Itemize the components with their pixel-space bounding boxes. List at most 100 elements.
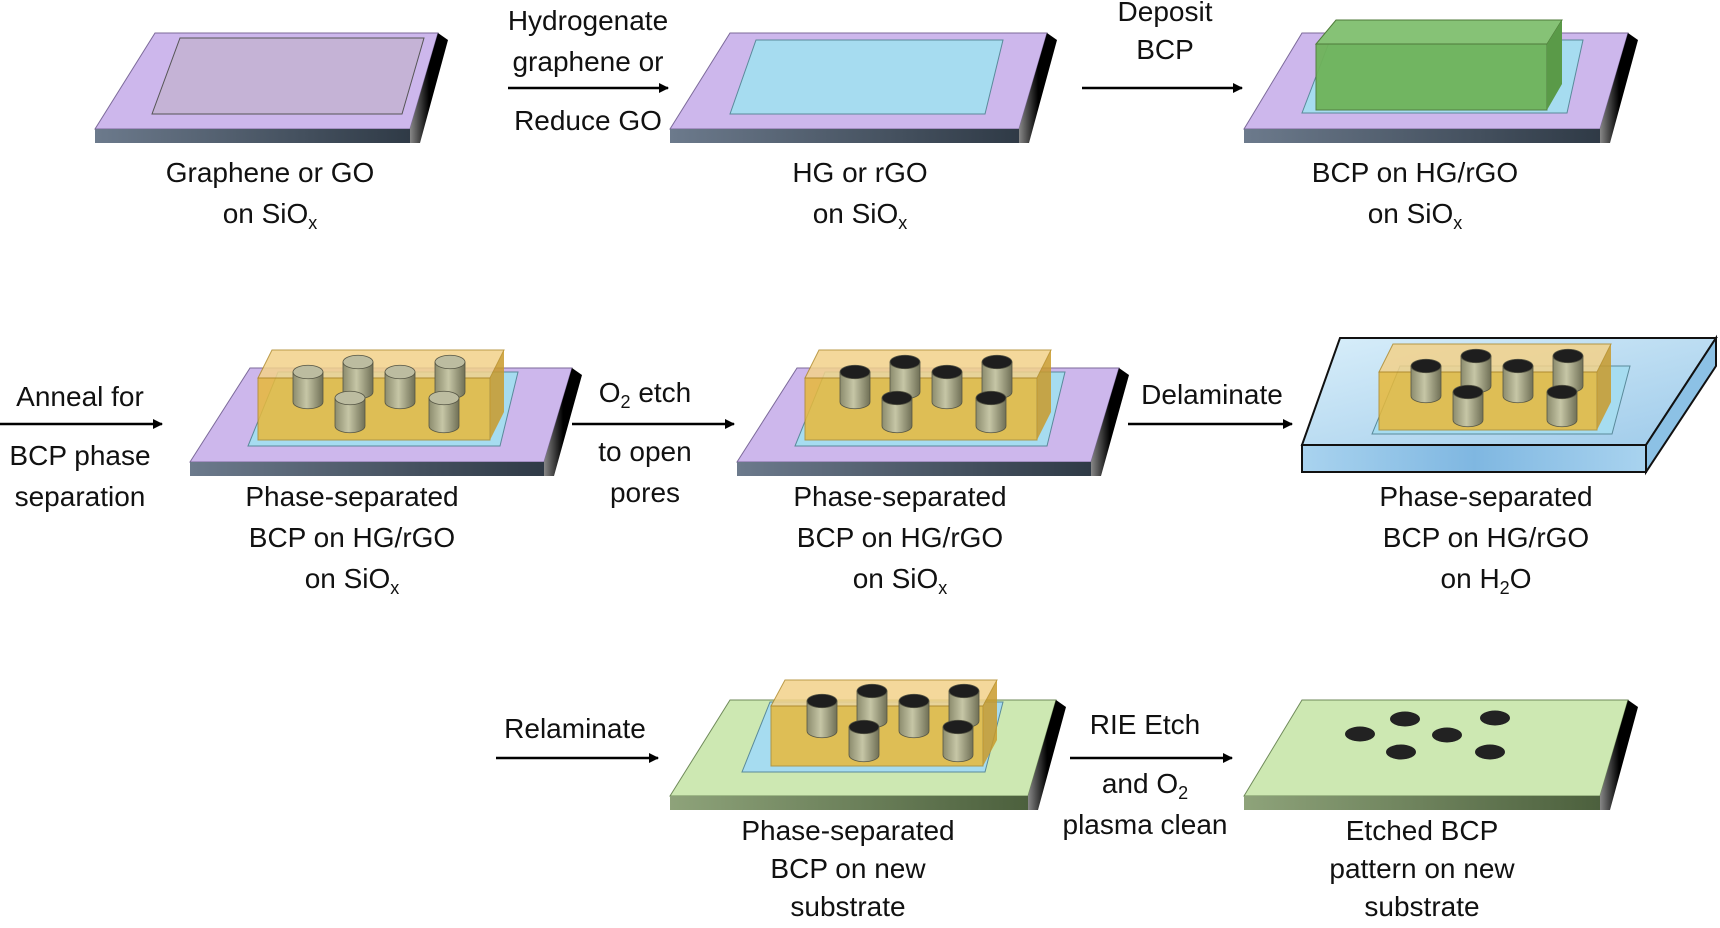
etched-hole: [1432, 727, 1462, 743]
arrow-label-line: Reduce GO: [514, 105, 662, 136]
step-4-caption: Phase-separated BCP on HG/rGO on SiOx: [222, 476, 482, 599]
step-3-caption: BCP on HG/rGO on SiOx: [1290, 152, 1540, 234]
step-5-caption: Phase-separated BCP on HG/rGO on SiOx: [770, 476, 1030, 599]
pillars-new-substrate: [806, 683, 980, 763]
open-pore-cylinder: [1546, 384, 1578, 428]
bcp-film-top: [1314, 19, 1563, 45]
open-pore-cylinder: [948, 683, 980, 729]
etched-holes: [1345, 710, 1510, 760]
bcp-film-front: [1315, 43, 1548, 111]
pillar-cylinder: [292, 364, 324, 410]
open-pore-cylinder: [881, 390, 913, 434]
etched-hole: [1390, 711, 1420, 727]
siox-substrate-front: [95, 129, 410, 143]
pillar-cylinder: [428, 390, 460, 434]
arrow-label-line: graphene or: [512, 46, 664, 77]
arrow-label-line: plasma clean: [1062, 809, 1228, 840]
arrow-1-label: Hydrogenate graphene or Reduce GO: [488, 0, 688, 141]
open-pore-cylinder: [856, 683, 888, 729]
step-6-phase-separated-water: [1300, 334, 1718, 476]
open-pore-cylinder: [848, 719, 880, 763]
open-pore-cylinder: [1502, 358, 1534, 404]
step-3-bcp-on-hg: [1243, 19, 1638, 143]
arrow-label-line: pores: [609, 477, 681, 508]
step-7-relaminated: [669, 679, 1066, 810]
arrow-label-line: separation: [14, 481, 146, 512]
arrow-2-label: Deposit BCP: [1080, 0, 1250, 69]
pillars-closed: [292, 354, 466, 434]
caption-line: Phase-separated: [793, 481, 1007, 512]
pillar-cylinder: [434, 354, 466, 400]
open-pore-cylinder: [889, 354, 921, 400]
open-pore-cylinder: [1452, 384, 1484, 428]
arrow-label-line: Hydrogenate: [507, 5, 669, 36]
pillars-water: [1410, 348, 1584, 428]
caption-line: pattern on new: [1329, 853, 1515, 884]
step-7-caption: Phase-separated BCP on new substrate: [718, 812, 978, 926]
arrow-label-line: BCP: [1136, 34, 1194, 65]
etched-hole: [1475, 744, 1505, 760]
caption-line: BCP on HG/rGO: [1311, 157, 1519, 188]
caption-line: Phase-separated: [741, 815, 955, 846]
arrow-label-line: O2 etch: [598, 377, 692, 412]
caption-line: on SiOx: [852, 563, 948, 598]
step-1-caption: Graphene or GO on SiOx: [150, 152, 390, 234]
open-pore-cylinder: [942, 719, 974, 763]
open-pore-cylinder: [931, 364, 963, 410]
open-pore-cylinder: [1460, 348, 1492, 394]
caption-line: on SiOx: [304, 563, 400, 598]
pillars-open: [839, 354, 1013, 434]
siox-substrate-side: [410, 33, 448, 143]
hg-sheet: [729, 39, 1004, 115]
etched-hole: [1345, 726, 1375, 742]
caption-line: substrate: [790, 891, 906, 922]
pillar-cylinder: [384, 364, 416, 410]
arrow-label-line: Relaminate: [504, 713, 646, 744]
caption-line: Phase-separated: [1379, 481, 1593, 512]
arrow-6-label: Relaminate: [490, 708, 660, 749]
step-6-caption: Phase-separated BCP on HG/rGO on H2O: [1356, 476, 1616, 599]
caption-line: on SiOx: [1367, 198, 1463, 233]
open-pore-cylinder: [898, 693, 930, 739]
caption-line: Phase-separated: [245, 481, 459, 512]
step-8-caption: Etched BCP pattern on new substrate: [1292, 812, 1552, 926]
caption-line: on SiOx: [812, 198, 908, 233]
arrow-label-line: RIE Etch: [1089, 709, 1201, 740]
arrow-label-line: and O2: [1101, 768, 1189, 803]
step-4-phase-separated-siox: [189, 349, 582, 476]
arrow-label-line: Deposit: [1117, 0, 1213, 27]
bcp-film-side: [1547, 20, 1562, 110]
caption-line: Graphene or GO: [165, 157, 375, 188]
caption-line: on SiOx: [222, 198, 318, 233]
open-pore-cylinder: [981, 354, 1013, 400]
graphene-sheet: [151, 37, 425, 115]
water-front: [1301, 444, 1647, 473]
water-side: [1645, 334, 1717, 476]
etched-hole: [1386, 744, 1416, 760]
arrow-7-label: RIE Etch and O2 plasma clean: [1050, 704, 1240, 845]
pillar-cylinder: [334, 390, 366, 434]
arrow-5-label: Delaminate: [1124, 374, 1300, 415]
step-1-graphene-on-siox: [94, 32, 448, 143]
step-2-hg-on-siox: [669, 32, 1057, 143]
arrow-label-line: Anneal for: [16, 381, 144, 412]
caption-line: BCP on new: [770, 853, 926, 884]
arrow-label-line: to open: [598, 436, 692, 467]
arrow-4-label: O2 etch to open pores: [570, 372, 720, 513]
arrow-label-line: BCP phase: [9, 440, 151, 471]
caption-line: HG or rGO: [792, 157, 928, 188]
etched-hole: [1480, 710, 1510, 726]
step-8-etched-pattern: [1243, 699, 1638, 810]
caption-line: Etched BCP: [1345, 815, 1499, 846]
caption-line: BCP on HG/rGO: [1382, 522, 1590, 553]
caption-line: on H2O: [1440, 563, 1532, 598]
open-pore-cylinder: [839, 364, 871, 410]
arrow-3-label: Anneal for BCP phase separation: [0, 376, 160, 517]
arrow-label-line: Delaminate: [1141, 379, 1283, 410]
caption-line: substrate: [1364, 891, 1480, 922]
caption-line: BCP on HG/rGO: [796, 522, 1004, 553]
open-pore-cylinder: [806, 693, 838, 739]
caption-line: BCP on HG/rGO: [248, 522, 456, 553]
open-pore-cylinder: [975, 390, 1007, 434]
